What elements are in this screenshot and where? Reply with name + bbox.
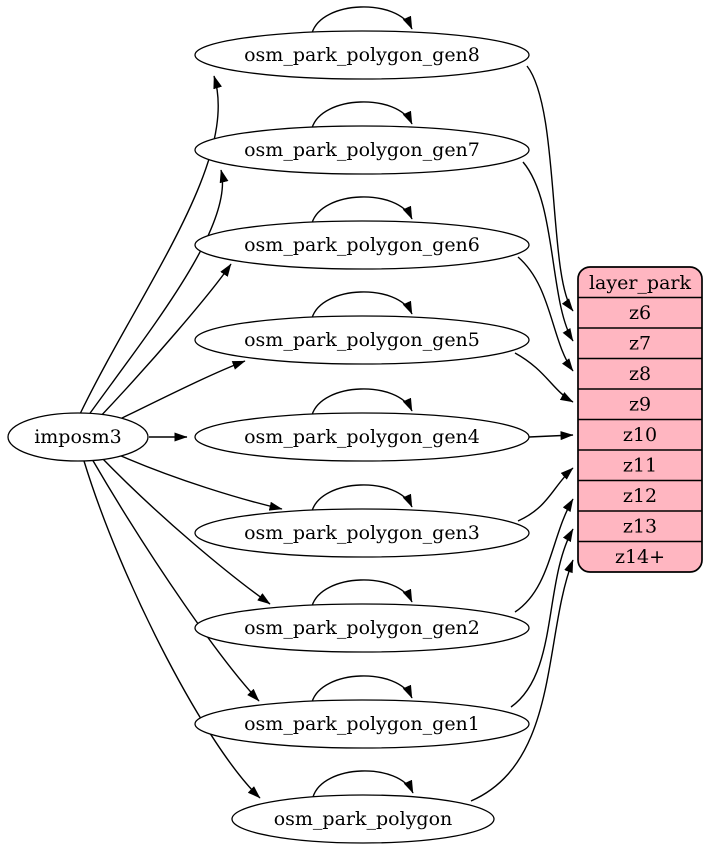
edge-imposm3-gen5 — [111, 360, 246, 424]
self-loop-gen2 — [311, 579, 413, 607]
self-loop-gen4 — [311, 388, 413, 416]
node-osm-park-polygon-gen4: osm_park_polygon_gen4 — [194, 412, 530, 462]
gen5-ellipse — [194, 315, 530, 365]
node-osm-park-polygon-gen6: osm_park_polygon_gen6 — [194, 220, 530, 270]
self-loop-gen7 — [311, 101, 413, 129]
node-osm-park-polygon-gen3: osm_park_polygon_gen3 — [194, 508, 530, 558]
edge-gen8-z6 — [526, 65, 574, 312]
edge-gen6-z8 — [517, 256, 574, 372]
gen3-ellipse — [194, 508, 530, 558]
layer-row-z6: z6 — [629, 302, 651, 324]
layer-row-z7: z7 — [629, 333, 651, 355]
gen6-label: osm_park_polygon_gen6 — [244, 234, 480, 256]
edge-imposm3-polygon — [83, 460, 261, 799]
layer-row-z13: z13 — [623, 516, 657, 538]
layer-row-z11: z11 — [623, 455, 657, 477]
edge-imposm3-gen6 — [97, 263, 232, 420]
node-osm-park-polygon-gen1: osm_park_polygon_gen1 — [194, 699, 530, 749]
gen5-label: osm_park_polygon_gen5 — [244, 329, 480, 351]
self-loop-gen8 — [311, 6, 413, 34]
node-osm-park-polygon: osm_park_polygon — [231, 794, 495, 844]
node-osm-park-polygon-gen2: osm_park_polygon_gen2 — [194, 603, 530, 653]
edge-imposm3-gen8 — [79, 75, 222, 415]
gen2-label: osm_park_polygon_gen2 — [244, 617, 480, 639]
self-loop-polygon — [312, 770, 414, 798]
gen4-ellipse — [194, 412, 530, 462]
node-layer-park: layer_park z6 z7 z8 z9 z10 z11 z12 z13 z… — [577, 266, 703, 573]
layer-park-header: layer_park — [589, 272, 692, 294]
layer-row-z8: z8 — [629, 363, 651, 385]
polygon-ellipse — [231, 794, 495, 844]
edge-gen3-z11 — [517, 467, 574, 522]
gen3-label: osm_park_polygon_gen3 — [244, 522, 480, 544]
self-loop-gen3 — [311, 484, 413, 512]
edge-gen5-z9 — [514, 352, 574, 403]
layer-row-z9: z9 — [629, 394, 651, 416]
edge-gen4-z10 — [528, 431, 574, 441]
imposm3-label: imposm3 — [34, 426, 122, 448]
imposm3-ellipse — [7, 412, 149, 462]
edges-layer — [79, 6, 574, 802]
node-imposm3: imposm3 — [7, 412, 149, 462]
edge-imposm3-gen1 — [91, 458, 260, 702]
edge-imposm3-gen7 — [87, 169, 229, 417]
edge-polygon-z14 — [470, 559, 574, 802]
gen1-label: osm_park_polygon_gen1 — [244, 713, 480, 735]
edge-gen7-z7 — [522, 161, 574, 342]
edge-gen1-z13 — [510, 528, 574, 708]
edge-imposm3-gen3 — [111, 451, 283, 511]
self-loop-gen6 — [311, 196, 413, 224]
edge-gen2-z12 — [514, 498, 574, 613]
gen1-ellipse — [194, 699, 530, 749]
gen8-ellipse — [194, 30, 530, 80]
gen8-label: osm_park_polygon_gen8 — [244, 44, 480, 66]
gen4-label: osm_park_polygon_gen4 — [244, 426, 480, 448]
gen6-ellipse — [194, 220, 530, 270]
node-osm-park-polygon-gen8: osm_park_polygon_gen8 — [194, 30, 530, 80]
self-loop-gen1 — [311, 675, 413, 703]
self-loop-gen5 — [311, 291, 413, 319]
gen2-ellipse — [194, 603, 530, 653]
node-osm-park-polygon-gen5: osm_park_polygon_gen5 — [194, 315, 530, 365]
edge-imposm3-gen2 — [99, 455, 271, 605]
polygon-label: osm_park_polygon — [274, 808, 453, 830]
gen7-label: osm_park_polygon_gen7 — [244, 139, 480, 161]
node-osm-park-polygon-gen7: osm_park_polygon_gen7 — [194, 125, 530, 175]
gen7-ellipse — [194, 125, 530, 175]
layer-row-z14plus: z14+ — [615, 546, 665, 568]
layer-row-z10: z10 — [623, 424, 657, 446]
nodes-layer: imposm3 osm_park_polygon_gen8 osm_park_p… — [7, 30, 703, 844]
layer-row-z12: z12 — [623, 485, 657, 507]
